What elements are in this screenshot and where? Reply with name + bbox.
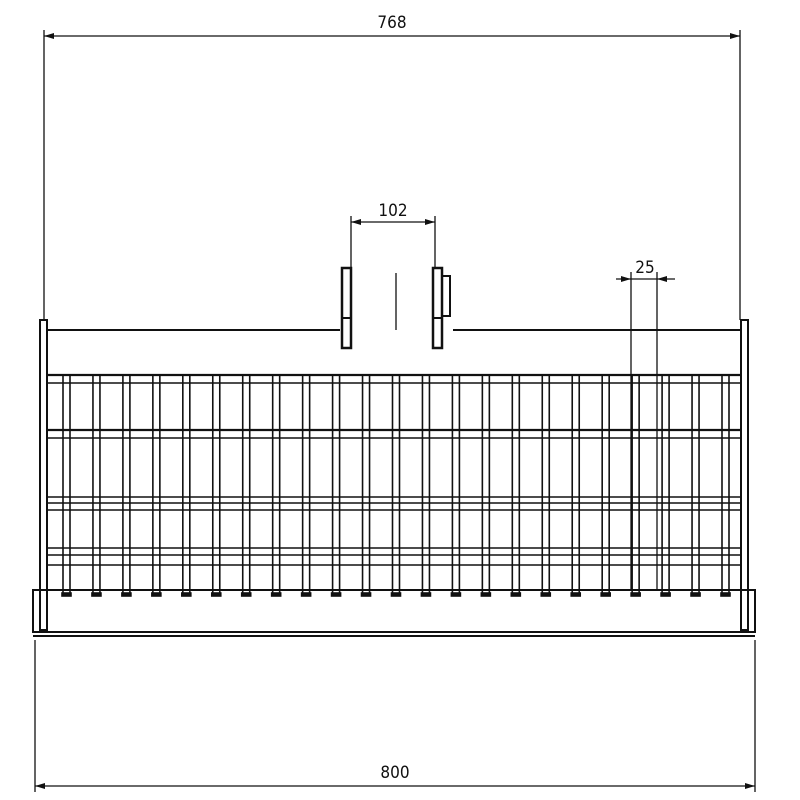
tine-tip <box>510 592 522 597</box>
dim-800-label: 800 <box>380 763 409 783</box>
left-side-plate <box>39 319 48 631</box>
tine-tip <box>600 592 611 597</box>
tine-tip <box>720 592 731 597</box>
tine-tip <box>390 592 402 597</box>
right-ear <box>431 266 444 350</box>
tine-tip <box>210 592 222 597</box>
tine-tip <box>330 592 342 597</box>
tine-tip <box>570 592 582 597</box>
tine-tip <box>121 592 132 597</box>
tine-tip <box>181 592 192 597</box>
right-side-plate <box>740 319 749 631</box>
tine-tip <box>360 592 372 597</box>
dim-25-label: 25 <box>635 258 654 278</box>
tine-tip <box>300 592 312 597</box>
tine-tip <box>91 592 102 597</box>
arrowheads <box>35 33 755 789</box>
tine-tip <box>540 592 552 597</box>
tine-tip <box>690 592 701 597</box>
dim-768-label: 768 <box>377 13 406 33</box>
tine-tip <box>151 592 162 597</box>
left-ear <box>340 266 353 350</box>
tine-tip <box>61 592 72 597</box>
tine-tip <box>240 592 252 597</box>
tine-tip <box>270 592 282 597</box>
frame <box>32 266 756 637</box>
tine-tip <box>630 592 641 597</box>
tine-tip <box>450 592 462 597</box>
dimension-lines <box>34 30 756 792</box>
screen-grid <box>48 373 741 597</box>
right-ear-tab <box>441 275 451 317</box>
dim-102-label: 102 <box>378 201 407 221</box>
tine-tip <box>660 592 671 597</box>
tine-tip <box>480 592 492 597</box>
tine-tip <box>420 592 432 597</box>
